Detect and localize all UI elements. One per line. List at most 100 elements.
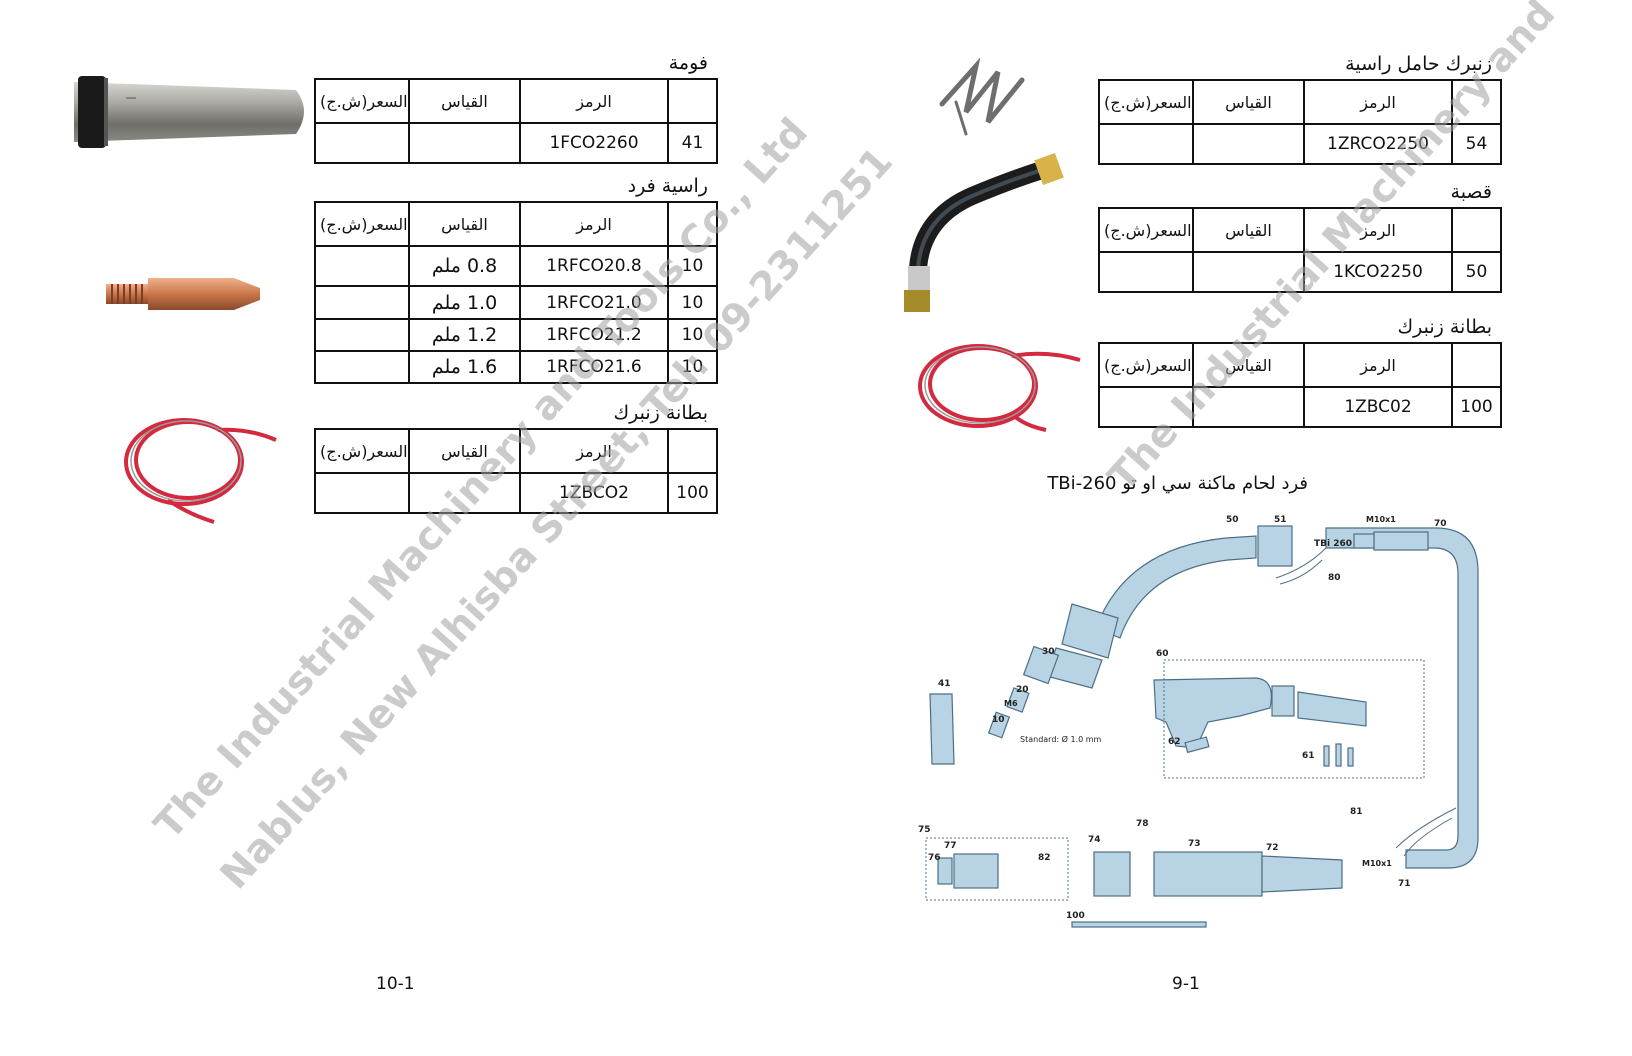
- section-title-liner: بطانة زنبرك: [613, 402, 708, 424]
- part-label-m10-top: M10x1: [1366, 515, 1396, 524]
- qty-cell: 10: [667, 350, 718, 384]
- table-row: 1ZBC02 100: [1098, 386, 1502, 428]
- qty-cell: 10: [667, 245, 718, 287]
- header-qty: [667, 201, 718, 247]
- size-cell: [1192, 123, 1305, 165]
- header-price: السعر(ش.ج): [1098, 207, 1194, 253]
- part-label-80: 80: [1328, 573, 1341, 583]
- qty-cell: 41: [667, 122, 718, 164]
- header-size: القياس: [408, 78, 521, 124]
- part-label-100: 100: [1066, 911, 1085, 921]
- header-price: السعر(ش.ج): [314, 201, 410, 247]
- size-cell: [408, 122, 521, 164]
- qty-cell: 10: [667, 318, 718, 352]
- size-cell: 1.0 ملم: [408, 285, 521, 320]
- header-qty: [667, 78, 718, 124]
- part-label-51: 51: [1274, 515, 1287, 525]
- tip-holder-spring-table: السعر(ش.ج) القياس الرمز 1ZRCO2250 54: [1098, 79, 1502, 165]
- header-price: السعر(ش.ج): [314, 428, 410, 474]
- code-cell: 1FCO2260: [519, 122, 669, 164]
- table-row: 1ZRCO2250 54: [1098, 123, 1502, 165]
- price-cell: [314, 350, 410, 384]
- contact-tip-image: [106, 278, 260, 310]
- header-size: القياس: [408, 201, 521, 247]
- price-cell: [1098, 123, 1194, 165]
- price-cell: [314, 245, 410, 287]
- right-page: زنبرك حامل راسية السعر(ش.ج) القياس الرمز…: [816, 0, 1632, 1056]
- part-label-standard: Standard: Ø 1.0 mm: [1020, 734, 1102, 744]
- code-cell: 1KCO2250: [1303, 251, 1453, 293]
- code-cell: 1RFCO21.2: [519, 318, 669, 352]
- swan-neck-table: السعر(ش.ج) القياس الرمز 1KCO2250 50: [1098, 207, 1502, 293]
- page-number-left: 10-1: [376, 974, 415, 994]
- part-label-71: 71: [1398, 879, 1411, 889]
- price-cell: [314, 318, 410, 352]
- page-number-right: 9-1: [1172, 974, 1200, 994]
- part-label-78: 78: [1136, 819, 1149, 829]
- left-page: فومة السعر(ش.ج) القياس الرمز 1FCO2260 41…: [74, 52, 718, 994]
- section-title-swan-neck: قصبة: [1450, 181, 1492, 203]
- table-row: 1.0 ملم 1RFCO21.0 10: [314, 285, 718, 320]
- part-label-81: 81: [1350, 807, 1363, 817]
- contact-tip-table: السعر(ش.ج) القياس الرمز 0.8 ملم 1RFCO20.…: [314, 201, 718, 384]
- part-label-75: 75: [918, 825, 931, 835]
- part-label-m6: M6: [1004, 699, 1018, 708]
- header-code: الرمز: [1303, 79, 1453, 125]
- header-size: القياس: [1192, 207, 1305, 253]
- header-code: الرمز: [519, 78, 669, 124]
- part-label-73: 73: [1188, 839, 1201, 849]
- torch-exploded-diagram: 50 51 TBi 260 M10x1 70 80 30 60 41 20 M6…: [918, 515, 1479, 928]
- part-label-m10-bottom: M10x1: [1362, 859, 1392, 868]
- header-qty: [1451, 207, 1502, 253]
- size-cell: 1.2 ملم: [408, 318, 521, 352]
- qty-cell: 54: [1451, 123, 1502, 165]
- header-qty: [1451, 79, 1502, 125]
- part-label-61: 61: [1302, 751, 1315, 761]
- part-label-74: 74: [1088, 835, 1101, 845]
- header-size: القياس: [1192, 342, 1305, 388]
- size-cell: [408, 472, 521, 514]
- part-label-72: 72: [1266, 843, 1279, 853]
- header-qty: [1451, 342, 1502, 388]
- part-label-model: TBi 260: [1314, 539, 1352, 549]
- code-cell: 1ZRCO2250: [1303, 123, 1453, 165]
- size-cell: 0.8 ملم: [408, 245, 521, 287]
- code-cell: 1ZBCO2: [519, 472, 669, 514]
- qty-cell: 100: [667, 472, 718, 514]
- liner-table: السعر(ش.ج) القياس الرمز 1ZBCO2 100: [314, 428, 718, 514]
- nozzle-image: [74, 76, 304, 148]
- table-row: 0.8 ملم 1RFCO20.8 10: [314, 245, 718, 287]
- header-size: القياس: [408, 428, 521, 474]
- header-code: الرمز: [1303, 207, 1453, 253]
- part-label-41: 41: [938, 679, 951, 689]
- part-label-62: 62: [1168, 737, 1181, 747]
- section-title-nozzle: فومة: [668, 52, 708, 74]
- header-code: الرمز: [1303, 342, 1453, 388]
- price-cell: [1098, 251, 1194, 293]
- table-row: 1.6 ملم 1RFCO21.6 10: [314, 350, 718, 384]
- part-label-76: 76: [928, 853, 941, 863]
- section-title-contact-tip: راسية فرد: [627, 175, 708, 197]
- code-cell: 1RFCO21.6: [519, 350, 669, 384]
- qty-cell: 10: [667, 285, 718, 320]
- swan-neck-image: [904, 153, 1064, 312]
- header-price: السعر(ش.ج): [1098, 79, 1194, 125]
- part-label-60: 60: [1156, 649, 1169, 659]
- section-title-liner-right: بطانة زنبرك: [1397, 316, 1492, 338]
- size-cell: [1192, 386, 1305, 428]
- code-cell: 1RFCO21.0: [519, 285, 669, 320]
- spring-image: [939, 57, 1025, 136]
- table-row: 1.2 ملم 1RFCO21.2 10: [314, 318, 718, 352]
- nozzle-table: السعر(ش.ج) القياس الرمز 1FCO2260 41: [314, 78, 718, 164]
- part-label-50: 50: [1226, 515, 1239, 525]
- header-price: السعر(ش.ج): [1098, 342, 1194, 388]
- header-price: السعر(ش.ج): [314, 78, 410, 124]
- table-row: 1KCO2250 50: [1098, 251, 1502, 293]
- part-label-82: 82: [1038, 853, 1051, 863]
- part-label-20: 20: [1016, 685, 1029, 695]
- liner-image-right: [918, 344, 1081, 432]
- header-qty: [667, 428, 718, 474]
- code-cell: 1ZBC02: [1303, 386, 1453, 428]
- price-cell: [314, 122, 410, 164]
- header-size: القياس: [1192, 79, 1305, 125]
